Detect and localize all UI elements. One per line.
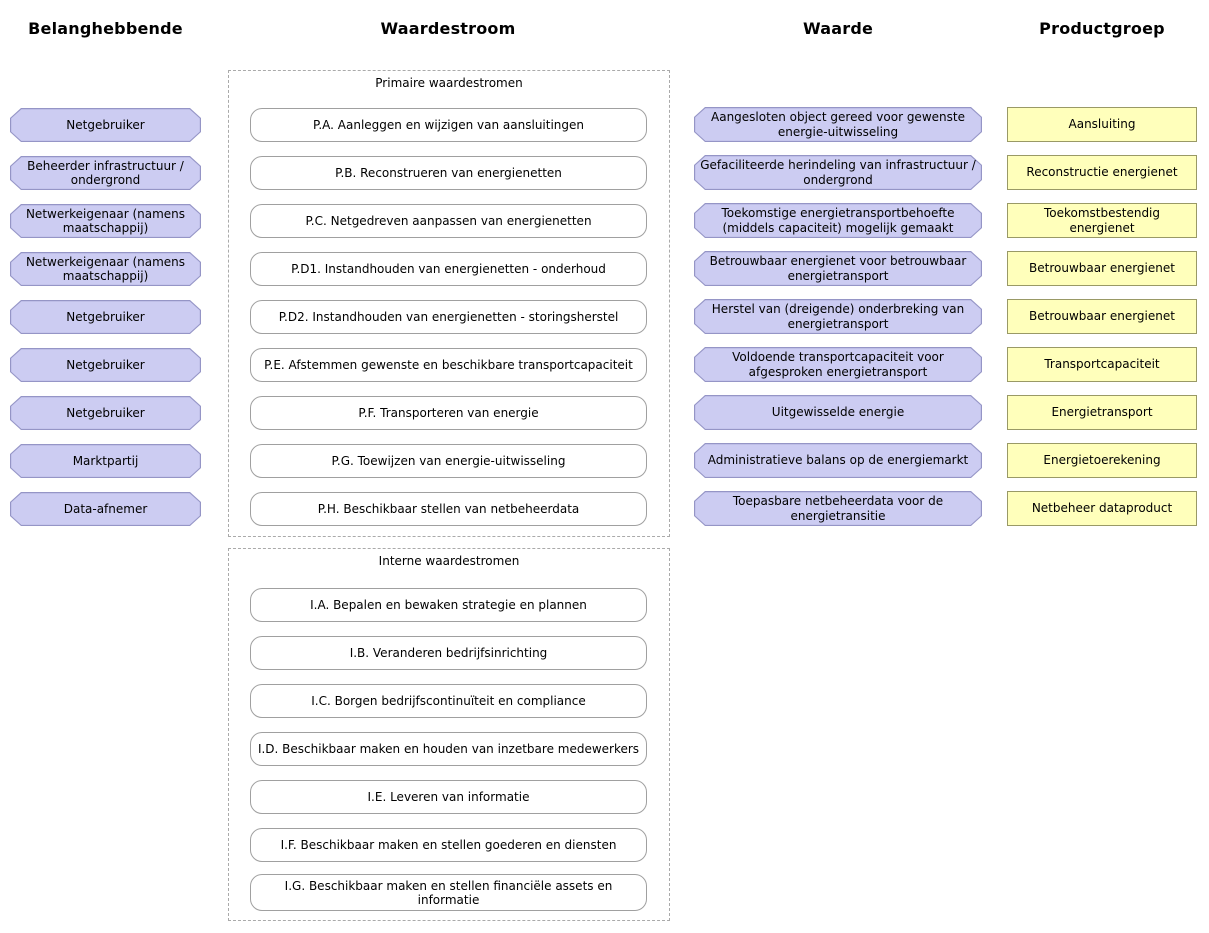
productgroup-box: Toekomstbestendig energienet	[1007, 203, 1197, 238]
productgroup-box: Reconstructie energienet	[1007, 155, 1197, 190]
valuestream-box: I.F. Beschikbaar maken en stellen goeder…	[250, 828, 647, 862]
stakeholder-box: Netwerkeigenaar (namens maatschappij)	[10, 204, 201, 238]
valuestream-box: P.H. Beschikbaar stellen van netbeheerda…	[250, 492, 647, 526]
stakeholder-box: Data-afnemer	[10, 492, 201, 526]
productgroup-label: Toekomstbestendig energienet	[1043, 206, 1161, 235]
valuestream-box: P.D2. Instandhouden van energienetten - …	[250, 300, 647, 334]
productgroup-label: Transportcapaciteit	[1044, 357, 1160, 372]
valuestream-box: I.D. Beschikbaar maken en houden van inz…	[250, 732, 647, 766]
column-header-belanghebbende: Belanghebbende	[28, 19, 183, 38]
valuestream-box: I.C. Borgen bedrijfscontinuïteit en comp…	[250, 684, 647, 718]
valuestream-label: P.G. Toewijzen van energie-uitwisseling	[331, 454, 566, 468]
productgroup-label: Aansluiting	[1068, 117, 1136, 132]
valuestream-box: I.A. Bepalen en bewaken strategie en pla…	[250, 588, 647, 622]
stakeholder-box: Netgebruiker	[10, 348, 201, 382]
value-box: Uitgewisselde energie	[694, 395, 982, 430]
valuestream-label: P.H. Beschikbaar stellen van netbeheerda…	[317, 502, 580, 516]
value-box: Toepasbare netbeheerdata voor de energie…	[694, 491, 982, 526]
productgroup-box: Betrouwbaar energienet	[1007, 251, 1197, 286]
productgroup-box: Aansluiting	[1007, 107, 1197, 142]
valuestream-label: P.D1. Instandhouden van energienetten - …	[291, 262, 606, 276]
valuestream-label: P.A. Aanleggen en wijzigen van aansluiti…	[312, 118, 585, 132]
column-header-waarde: Waarde	[802, 19, 874, 38]
value-label: Betrouwbaar energienet voor betrouwbaar …	[709, 254, 967, 283]
valuestream-box: I.B. Veranderen bedrijfsinrichting	[250, 636, 647, 670]
productgroup-label: Reconstructie energienet	[1026, 165, 1178, 180]
value-box: Toekomstige energietransportbehoefte (mi…	[694, 203, 982, 238]
productgroup-label: Betrouwbaar energienet	[1029, 261, 1175, 276]
value-box: Administratieve balans op de energiemark…	[694, 443, 982, 478]
productgroup-box: Transportcapaciteit	[1007, 347, 1197, 382]
value-label: Toekomstige energietransportbehoefte (mi…	[721, 206, 955, 235]
valuestream-box: I.G. Beschikbaar maken en stellen financ…	[250, 874, 647, 911]
productgroup-label: Energietransport	[1051, 405, 1153, 420]
stakeholder-box: Netgebruiker	[10, 396, 201, 430]
stakeholder-box: Beheerder infrastructuur / ondergrond	[10, 156, 201, 190]
group-title: Primaire waardestromen	[375, 76, 523, 90]
valuestream-box: P.F. Transporteren van energie	[250, 396, 647, 430]
productgroup-label: Betrouwbaar energienet	[1029, 309, 1175, 324]
valuestream-label: P.E. Afstemmen gewenste en beschikbare t…	[264, 358, 633, 372]
column-header-waardestroom: Waardestroom	[380, 19, 516, 38]
stakeholder-label: Netwerkeigenaar (namens maatschappij)	[25, 254, 186, 284]
stakeholder-label: Netgebruiker	[66, 357, 145, 372]
valuestream-label: I.E. Leveren van informatie	[367, 790, 530, 804]
valuestream-label: I.D. Beschikbaar maken en houden van inz…	[257, 742, 640, 756]
value-label: Administratieve balans op de energiemark…	[707, 453, 969, 468]
valuestream-label: P.C. Netgedreven aanpassen van energiene…	[305, 214, 592, 228]
productgroup-label: Netbeheer dataproduct	[1031, 501, 1173, 516]
group-title: Interne waardestromen	[378, 554, 520, 568]
stakeholder-box: Netgebruiker	[10, 300, 201, 334]
stakeholder-label: Netgebruiker	[66, 117, 145, 132]
stakeholder-label: Beheerder infrastructuur / ondergrond	[27, 158, 184, 188]
column-header-productgroep: Productgroep	[1039, 19, 1165, 38]
value-label: Voldoende transportcapaciteit voor afges…	[732, 350, 944, 379]
productgroup-label: Energietoerekening	[1043, 453, 1161, 468]
value-box: Betrouwbaar energienet voor betrouwbaar …	[694, 251, 982, 286]
valuestream-box: P.D1. Instandhouden van energienetten - …	[250, 252, 647, 286]
valuestream-box: P.B. Reconstrueren van energienetten	[250, 156, 647, 190]
productgroup-box: Energietransport	[1007, 395, 1197, 430]
stakeholder-label: Marktpartij	[72, 453, 139, 468]
productgroup-box: Energietoerekening	[1007, 443, 1197, 478]
valuestream-box: I.E. Leveren van informatie	[250, 780, 647, 814]
value-box: Voldoende transportcapaciteit voor afges…	[694, 347, 982, 382]
value-box: Herstel van (dreigende) onderbreking van…	[694, 299, 982, 334]
valuestream-label: P.D2. Instandhouden van energienetten - …	[278, 310, 619, 324]
stakeholder-box: Marktpartij	[10, 444, 201, 478]
stakeholder-box: Netgebruiker	[10, 108, 201, 142]
productgroup-box: Betrouwbaar energienet	[1007, 299, 1197, 334]
valuestream-label: I.A. Bepalen en bewaken strategie en pla…	[310, 598, 587, 612]
value-box: Aangesloten object gereed voor gewenste …	[694, 107, 982, 142]
valuestream-box: P.C. Netgedreven aanpassen van energiene…	[250, 204, 647, 238]
value-label: Herstel van (dreigende) onderbreking van…	[711, 302, 965, 331]
valuestream-label: I.F. Beschikbaar maken en stellen goeder…	[280, 838, 617, 852]
valuestream-box: P.A. Aanleggen en wijzigen van aansluiti…	[250, 108, 647, 142]
valuestream-label: I.C. Borgen bedrijfscontinuïteit en comp…	[311, 694, 586, 708]
stakeholder-label: Netgebruiker	[66, 309, 145, 324]
stakeholder-label: Netgebruiker	[66, 405, 145, 420]
productgroup-box: Netbeheer dataproduct	[1007, 491, 1197, 526]
valuestream-label: P.B. Reconstrueren van energienetten	[335, 166, 562, 180]
valuestream-label: I.G. Beschikbaar maken en stellen financ…	[284, 878, 613, 907]
value-label: Gefaciliteerde herindeling van infrastru…	[700, 158, 976, 187]
valuestream-label: I.B. Veranderen bedrijfsinrichting	[349, 646, 548, 660]
value-label: Aangesloten object gereed voor gewenste …	[711, 110, 965, 139]
value-box: Gefaciliteerde herindeling van infrastru…	[694, 155, 982, 190]
stakeholder-label: Data-afnemer	[63, 501, 148, 516]
valuestream-box: P.E. Afstemmen gewenste en beschikbare t…	[250, 348, 647, 382]
value-label: Uitgewisselde energie	[771, 405, 905, 420]
valuestream-box: P.G. Toewijzen van energie-uitwisseling	[250, 444, 647, 478]
valuestream-label: P.F. Transporteren van energie	[358, 406, 539, 420]
stakeholder-label: Netwerkeigenaar (namens maatschappij)	[25, 206, 186, 236]
value-label: Toepasbare netbeheerdata voor de energie…	[732, 494, 944, 523]
stakeholder-box: Netwerkeigenaar (namens maatschappij)	[10, 252, 201, 286]
